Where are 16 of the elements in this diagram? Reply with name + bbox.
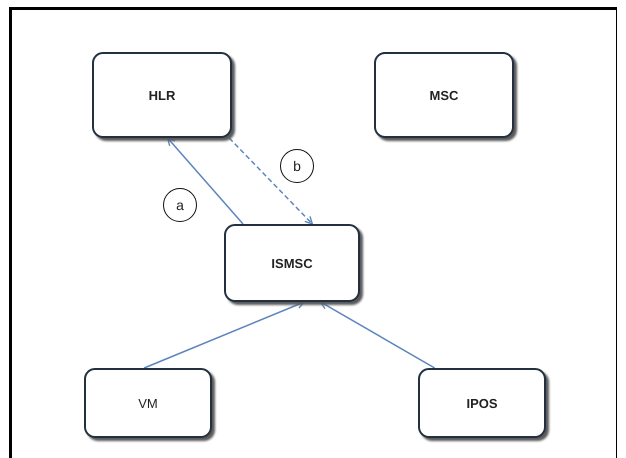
- edge-label: a: [163, 188, 197, 222]
- process-box: [418, 368, 546, 438]
- arrow: [320, 301, 436, 369]
- node-label: ISMSC: [271, 256, 313, 270]
- arrow: [166, 137, 244, 224]
- process-box: [374, 52, 514, 138]
- node-label: MSC: [430, 88, 458, 102]
- process-box: [84, 368, 212, 438]
- node-label: HLR: [148, 88, 176, 102]
- node-label: IPOS: [466, 396, 498, 410]
- edge-label: b: [280, 149, 314, 183]
- node-label: VM: [138, 396, 158, 410]
- process-box: [92, 52, 232, 138]
- process-box: [224, 224, 360, 302]
- arrow: [228, 137, 314, 225]
- arrow: [144, 300, 305, 369]
